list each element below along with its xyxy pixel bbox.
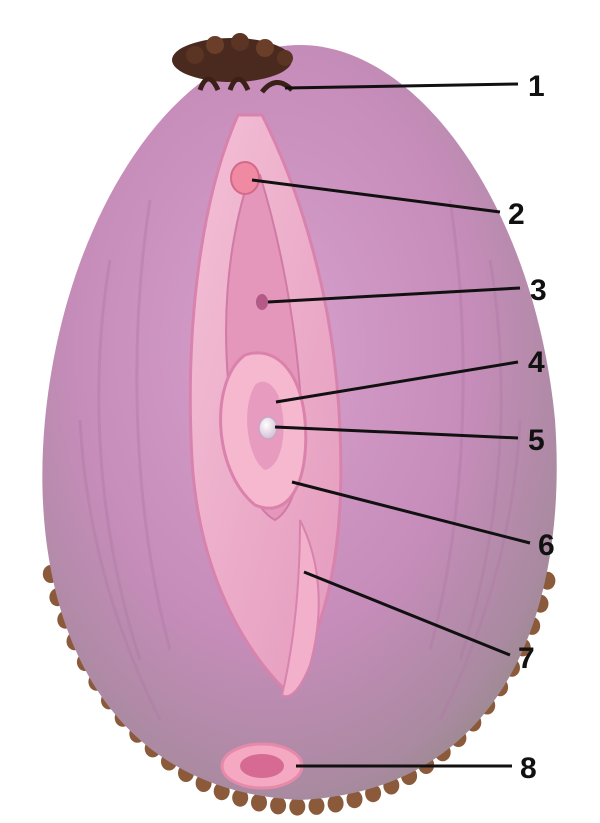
glossy-drop	[259, 417, 277, 439]
label-5: 5	[528, 424, 545, 457]
label-3: 3	[530, 274, 547, 307]
top-nodule	[231, 162, 259, 194]
label-4: 4	[528, 346, 545, 379]
label-1: 1	[528, 70, 545, 103]
top-decoration	[172, 33, 293, 92]
label-2: 2	[508, 198, 525, 231]
label-7: 7	[518, 642, 535, 675]
label-6: 6	[538, 529, 555, 562]
bottom-opening	[222, 744, 302, 788]
bead	[270, 796, 286, 814]
label-8: 8	[520, 752, 537, 785]
small-opening	[256, 294, 268, 310]
bead	[289, 798, 305, 816]
bead	[309, 797, 325, 815]
